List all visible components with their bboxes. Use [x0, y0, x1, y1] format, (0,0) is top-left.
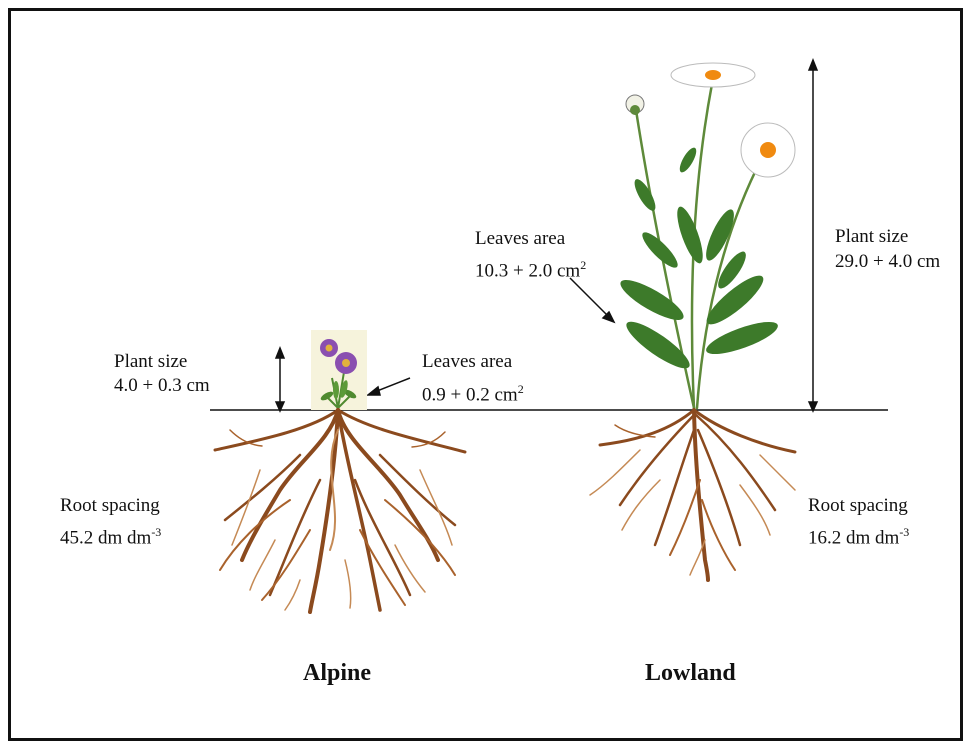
lowland-leaves-area-value: 10.3 + 2.0 cm	[475, 260, 580, 281]
alpine-leaves-area-exponent: 2	[518, 382, 524, 396]
alpine-plant-size-value: 4.0 + 0.3 cm	[114, 374, 210, 398]
alpine-root-spacing-exponent: -3	[151, 525, 161, 539]
alpine-roots	[215, 410, 465, 612]
lowland-plant-size-label: Plant size	[835, 225, 908, 249]
alpine-leaves-area-label: Leaves area	[422, 350, 512, 374]
lowland-root-spacing-text: 16.2 dm dm-3	[808, 520, 909, 550]
alpine-leaves-arrow	[368, 378, 410, 395]
alpine-root-spacing-label: Root spacing	[60, 494, 160, 518]
alpine-plant-size-label: Plant size	[114, 350, 187, 374]
alpine-plant-size-arrow	[276, 348, 284, 411]
lowland-leaves-arrow	[570, 278, 614, 322]
daisy-flower-right	[741, 123, 795, 177]
lowland-leaves-area-exponent: 2	[580, 258, 586, 272]
alpine-root-spacing-text: 45.2 dm dm-3	[60, 520, 161, 550]
alpine-title: Alpine	[303, 660, 371, 687]
lowland-root-spacing-label: Root spacing	[808, 494, 908, 518]
lowland-roots	[590, 410, 795, 580]
alpine-root-spacing-value: 45.2 dm dm	[60, 527, 151, 548]
lowland-plant-size-value: 29.0 + 4.0 cm	[835, 250, 940, 274]
lowland-leaves-area-label: Leaves area	[475, 227, 565, 251]
lowland-title: Lowland	[645, 660, 736, 687]
alpine-plant	[311, 330, 367, 410]
alpine-leaves-area-value: 0.9 + 0.2 cm	[422, 384, 518, 405]
lowland-plant-size-arrow	[809, 60, 817, 411]
daisy-flower-top	[671, 63, 755, 87]
alpine-leaves-area-text: 0.9 + 0.2 cm2	[422, 377, 524, 407]
lowland-root-spacing-value: 16.2 dm dm	[808, 527, 899, 548]
lowland-root-spacing-exponent: -3	[899, 525, 909, 539]
lowland-plant	[616, 63, 795, 408]
daisy-bud	[626, 95, 644, 115]
lowland-leaves-area-text: 10.3 + 2.0 cm2	[475, 253, 586, 283]
